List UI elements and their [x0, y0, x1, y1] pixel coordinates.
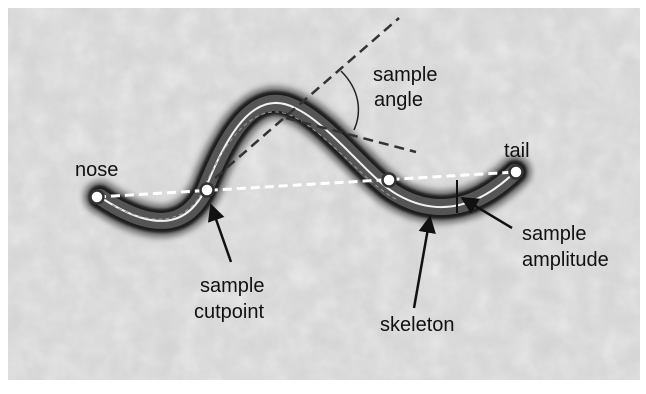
- nose-point: [91, 191, 104, 204]
- cutpoint-marker: [201, 184, 214, 197]
- sample-point-marker: [383, 174, 396, 187]
- sample-amplitude-label-line2: amplitude: [522, 249, 609, 271]
- nose-label: nose: [75, 159, 118, 181]
- tail-label: tail: [504, 140, 530, 162]
- sample-amplitude-label-line1: sample: [522, 223, 586, 245]
- sample-cutpoint-label-line2: cutpoint: [194, 301, 264, 323]
- skeleton-label: skeleton: [380, 314, 455, 336]
- tail-point: [510, 166, 523, 179]
- sample-angle-label-line1: sample: [373, 64, 437, 86]
- sample-angle-label-line2: angle: [374, 89, 423, 111]
- sample-cutpoint-label-line1: sample: [200, 275, 264, 297]
